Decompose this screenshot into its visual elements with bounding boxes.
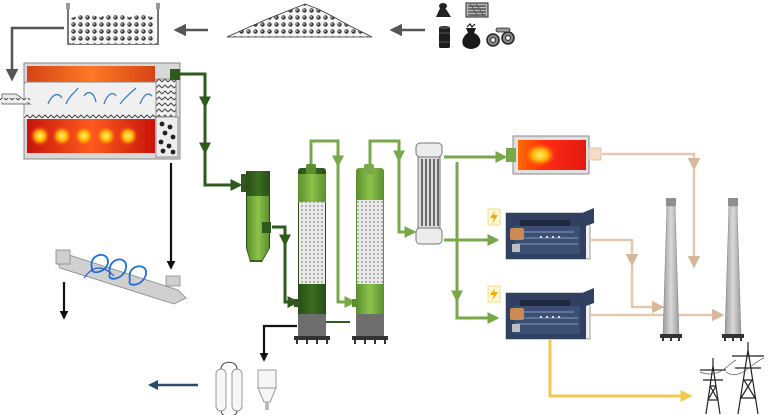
feedstock-pile — [226, 3, 373, 38]
scrubber-column-1 — [294, 164, 330, 344]
liquid-drain-to-tanks — [259, 324, 297, 362]
scrubber-2-packing — [357, 200, 383, 284]
kiln-char-chamber — [155, 116, 179, 158]
scrubber-column-2 — [352, 164, 388, 344]
feedstock-samples — [436, 2, 515, 49]
exhaust-stack-1 — [660, 198, 682, 341]
oxidizer-flue-to-stack — [602, 152, 701, 171]
power-pylons — [699, 342, 765, 415]
cyclone — [241, 171, 271, 262]
feed-hopper — [66, 3, 160, 45]
gas-engine-2 — [505, 288, 594, 340]
power-pylon-icon — [700, 358, 726, 415]
cooler-to-engines — [444, 238, 500, 324]
tires-icon — [486, 27, 515, 47]
kiln-gas-to-cyclone — [180, 72, 243, 191]
power-pylon-icon — [732, 342, 764, 415]
cyclone-to-scrubber-1 — [272, 225, 300, 308]
waste-bag-icon — [462, 23, 481, 49]
plastic-scrap-icon — [465, 2, 489, 18]
water-tanks — [215, 361, 277, 415]
engine-exhaust-to-stacks — [590, 238, 665, 314]
lightning-bolt-icon — [487, 285, 501, 303]
hopper-to-kiln — [5, 26, 64, 82]
thermal-oxidizer — [506, 135, 602, 175]
kiln-gas-outlet — [170, 69, 180, 80]
biomass-pile-icon — [436, 3, 451, 17]
kiln-flow-arrows — [47, 87, 153, 105]
kiln-upper-heater — [27, 66, 155, 82]
scrubber-1-packing — [299, 202, 325, 284]
electricity-to-grid — [548, 340, 693, 402]
gas-cooler — [415, 142, 443, 245]
lightning-bolt-icon — [487, 208, 501, 226]
gas-engine-1 — [505, 208, 594, 260]
oil-drum-icon — [439, 25, 450, 48]
scrubber-1-to-scrubber-2 — [309, 139, 357, 308]
kiln-drum — [23, 81, 163, 117]
scrubber-2-to-cooler — [368, 139, 417, 238]
char-screw-conveyor — [55, 249, 187, 305]
pyrolysis-kiln — [0, 62, 181, 160]
exhaust-stack-2 — [722, 198, 744, 341]
